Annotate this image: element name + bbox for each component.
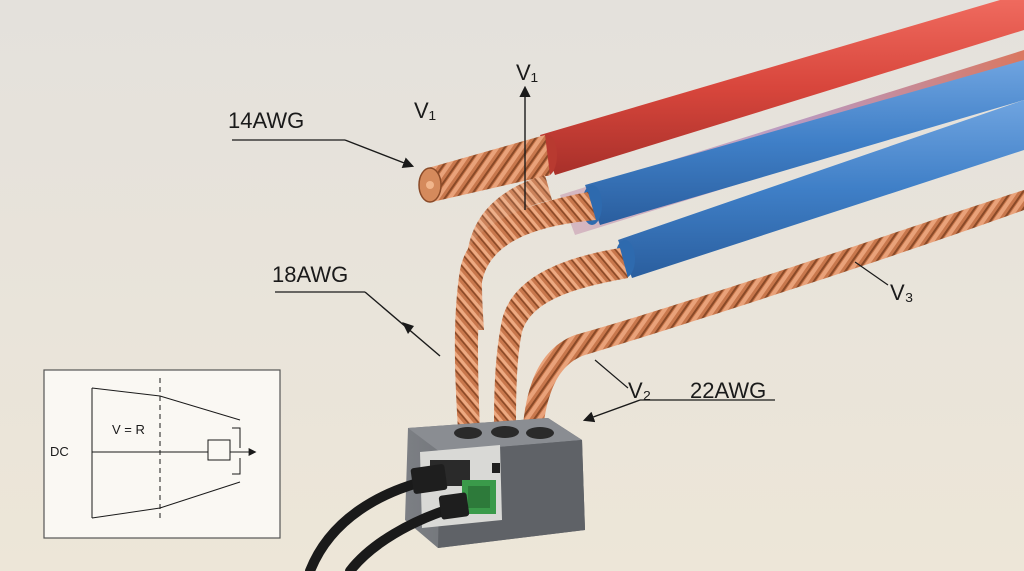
- terminal-hole-1: [454, 427, 482, 439]
- label-v1-left: V₁: [414, 98, 436, 123]
- leader-v2: [594, 359, 629, 389]
- inset-formula: V = R: [112, 422, 145, 437]
- label-v2: V₂: [628, 378, 651, 403]
- label-14awg: 14AWG: [228, 108, 304, 133]
- copper-bent-middle: [494, 248, 628, 432]
- red-insulated-wire: [540, 0, 1024, 175]
- leader-v3: [854, 261, 889, 286]
- terminal-hole-2: [491, 426, 519, 438]
- arrow-22awg: [582, 399, 641, 423]
- black-plug-2: [438, 492, 470, 520]
- arrowhead-18awg: [402, 322, 414, 334]
- label-v3: V₃: [890, 280, 914, 305]
- inset-dc-label: DC: [50, 444, 69, 459]
- blue-insulated-wire-lower: [618, 100, 1024, 278]
- terminal-block: [405, 418, 585, 548]
- schematic-inset: DC V = R: [43, 369, 281, 539]
- label-v1-top: V₁: [516, 60, 538, 85]
- copper-stub-14awg: [428, 135, 550, 202]
- strand-core: [426, 181, 434, 189]
- terminal-hole-3: [526, 427, 554, 439]
- copper-bent-14awg-branch: [465, 175, 552, 330]
- black-plug-1: [410, 464, 448, 494]
- arrow-14awg: [344, 139, 415, 168]
- label-18awg: 18AWG: [272, 262, 348, 287]
- copper-long-22awg: [522, 190, 1024, 440]
- blue-insulated-wire-upper: [585, 60, 1024, 225]
- copper-bent-18awg: [454, 192, 596, 430]
- label-22awg: 22AWG: [690, 378, 766, 403]
- arrow-18awg: [364, 291, 441, 357]
